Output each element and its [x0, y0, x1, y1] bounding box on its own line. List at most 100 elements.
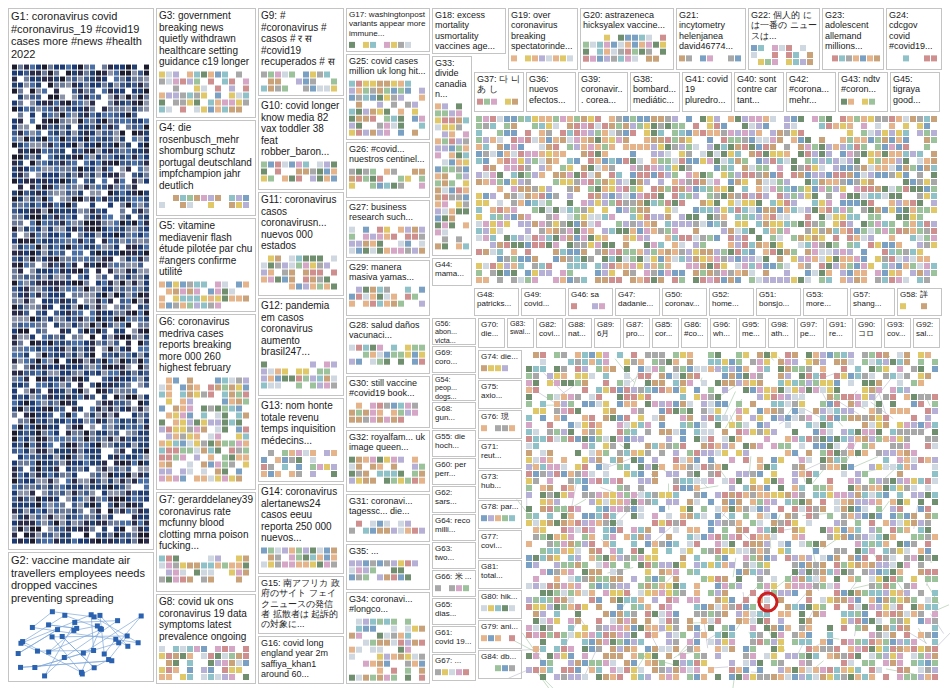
vertex-tile — [848, 492, 854, 498]
vertex-tile — [631, 450, 637, 456]
vertex-tile — [764, 527, 770, 533]
vertex-tile — [764, 394, 770, 400]
vertex-tile — [631, 492, 637, 498]
vertex-tile — [589, 478, 595, 484]
vertex-tile — [666, 548, 672, 554]
vertex-tile — [750, 506, 756, 512]
vertex-tile — [848, 513, 854, 519]
vertex-tile — [806, 436, 812, 442]
vertex-tile — [638, 604, 644, 610]
vertex-tile — [897, 562, 903, 568]
vertex-tile — [582, 639, 588, 645]
vertex-tile — [743, 569, 749, 575]
vertex-tile — [904, 436, 910, 442]
vertex-tile — [582, 646, 588, 652]
vertex-tile — [694, 569, 700, 575]
vertex-tile — [603, 513, 609, 519]
vertex-tile — [820, 450, 826, 456]
vertex-tile — [687, 359, 693, 365]
vertex-tile — [792, 562, 798, 568]
vertex-tile — [554, 611, 560, 617]
vertex-tile — [645, 499, 651, 505]
vertex-tile — [911, 415, 917, 421]
vertex-tile — [911, 611, 917, 617]
vertex-tile — [547, 618, 553, 624]
vertex-tile — [827, 401, 833, 407]
vertex-tile — [715, 590, 721, 596]
vertex-tile — [904, 562, 910, 568]
vertex-tile — [610, 492, 616, 498]
vertex-tile — [932, 597, 938, 603]
vertex-tile — [666, 604, 672, 610]
vertex-tile — [694, 499, 700, 505]
vertex-tile — [841, 611, 847, 617]
vertex-tile — [687, 408, 693, 414]
vertex-tile — [778, 359, 784, 365]
vertex-tile — [722, 436, 728, 442]
vertex-tile — [813, 373, 819, 379]
vertex-tile — [897, 422, 903, 428]
vertex-tile — [526, 471, 532, 477]
vertex-tile — [848, 408, 854, 414]
vertex-tile — [890, 555, 896, 561]
vertex-tile — [722, 492, 728, 498]
vertex-tile — [897, 429, 903, 435]
vertex-tile — [785, 513, 791, 519]
vertex-tile — [764, 569, 770, 575]
vertex-tile — [862, 569, 868, 575]
vertex-tile — [729, 534, 735, 540]
vertex-tile — [890, 387, 896, 393]
vertex-tile — [925, 632, 931, 638]
vertex-tile — [547, 604, 553, 610]
vertex-tile — [659, 604, 665, 610]
vertex-tile — [701, 422, 707, 428]
vertex-tile — [855, 548, 861, 554]
vertex-tile — [778, 660, 784, 666]
vertex-tile — [561, 632, 567, 638]
vertex-tile — [666, 569, 672, 575]
vertex-tile — [680, 583, 686, 589]
vertex-tile — [575, 527, 581, 533]
vertex-tile — [862, 513, 868, 519]
vertex-tile — [533, 625, 539, 631]
vertex-tile — [883, 415, 889, 421]
vertex-tile — [631, 541, 637, 547]
vertex-tile — [764, 436, 770, 442]
vertex-tile — [631, 604, 637, 610]
vertex-tile — [743, 660, 749, 666]
vertex-tile — [925, 352, 931, 358]
vertex-tile — [631, 555, 637, 561]
vertex-tile — [575, 373, 581, 379]
vertex-tile — [715, 604, 721, 610]
vertex-tile — [561, 583, 567, 589]
vertex-tile — [862, 611, 868, 617]
vertex-tile — [750, 548, 756, 554]
vertex-tile — [540, 632, 546, 638]
vertex-tile — [890, 590, 896, 596]
vertex-tile — [526, 415, 532, 421]
vertex-tile — [834, 562, 840, 568]
vertex-tile — [575, 422, 581, 428]
vertex-tile — [722, 541, 728, 547]
vertex-tile — [687, 506, 693, 512]
vertex-tile — [568, 541, 574, 547]
vertex-tile — [855, 471, 861, 477]
vertex-tile — [855, 562, 861, 568]
vertex-tile — [736, 569, 742, 575]
vertex-tile — [778, 590, 784, 596]
vertex-tile — [603, 541, 609, 547]
vertex-tile — [883, 555, 889, 561]
vertex-tile — [841, 506, 847, 512]
vertex-tile — [540, 359, 546, 365]
vertex-tile — [575, 548, 581, 554]
vertex-tile — [708, 415, 714, 421]
vertex-tile — [785, 380, 791, 386]
vertex-tile — [603, 506, 609, 512]
vertex-tile — [575, 583, 581, 589]
vertex-tile — [750, 401, 756, 407]
vertex-tile — [526, 597, 532, 603]
vertex-tile — [855, 436, 861, 442]
vertex-tile — [827, 569, 833, 575]
vertex-tile — [778, 373, 784, 379]
vertex-tile — [568, 625, 574, 631]
